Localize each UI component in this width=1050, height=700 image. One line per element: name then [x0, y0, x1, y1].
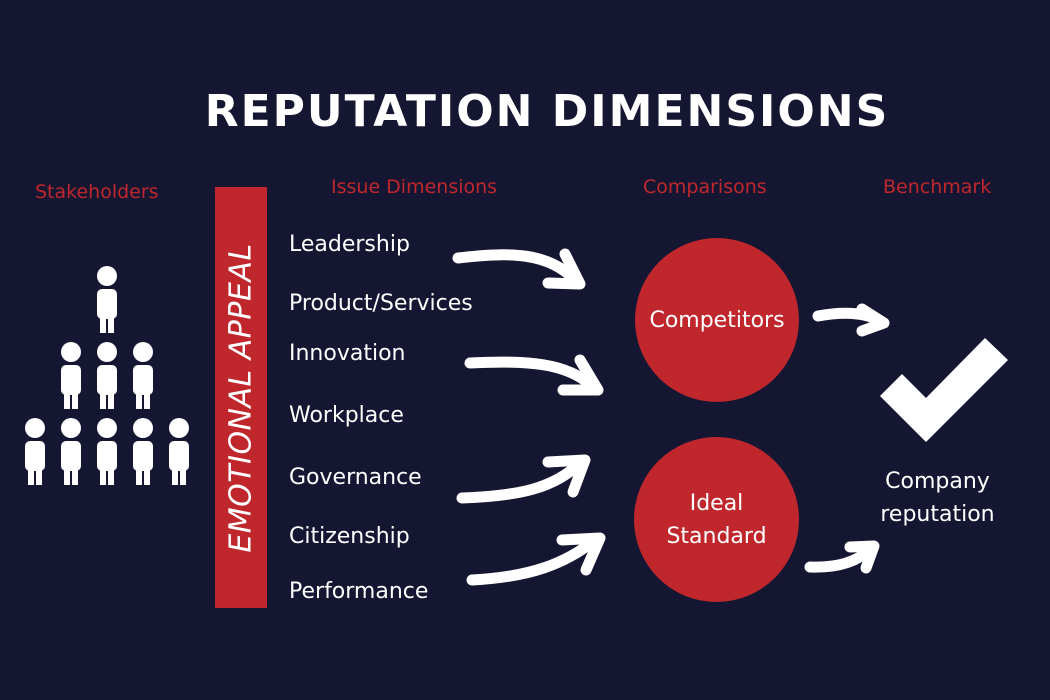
issue-governance: Governance — [289, 465, 422, 490]
arrow-head-icon — [542, 248, 586, 290]
competitors-circle: Competitors — [635, 238, 799, 402]
arrow-icon — [464, 356, 599, 393]
issue-product-services: Product/Services — [289, 291, 473, 316]
arrow-head-icon — [542, 454, 591, 498]
arrow-head-icon — [844, 540, 880, 574]
arrow-head-icon — [556, 532, 606, 576]
arrow-icon — [456, 457, 586, 504]
ideal-standard-label: Ideal Standard — [666, 490, 767, 549]
issue-innovation: Innovation — [289, 341, 406, 366]
issue-workplace: Workplace — [289, 403, 404, 428]
issue-dimensions-heading: Issue Dimensions — [331, 176, 498, 198]
issue-performance: Performance — [289, 579, 429, 604]
benchmark-heading: Benchmark — [883, 176, 992, 198]
issue-leadership: Leadership — [289, 232, 410, 257]
arrow-head-icon — [557, 354, 604, 396]
comparisons-heading: Comparisons — [643, 176, 767, 198]
emotional-appeal-bar: EMOTIONAL APPEAL — [215, 187, 267, 608]
arrow-icon — [466, 534, 601, 586]
arrow-icon — [452, 249, 581, 286]
company-reputation-label: Company reputation — [880, 469, 995, 527]
ideal-standard-circle: Ideal Standard — [634, 437, 799, 602]
issue-citizenship: Citizenship — [289, 524, 410, 549]
page-title: REPUTATION DIMENSIONS — [204, 86, 890, 137]
stakeholders-heading: Stakeholders — [35, 181, 159, 203]
checkmark-icon — [880, 338, 1008, 442]
arrow-head-icon — [856, 303, 890, 337]
competitors-label: Competitors — [649, 307, 785, 333]
